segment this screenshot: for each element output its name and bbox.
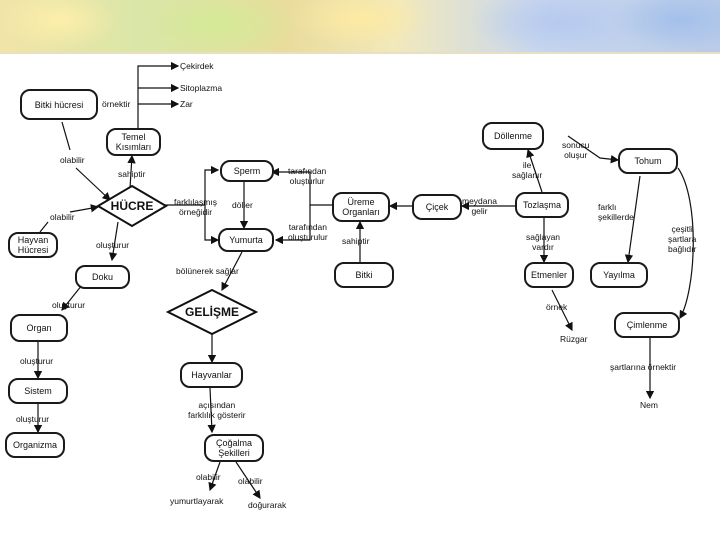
label-meydana-gelir: meydana gelir <box>462 196 497 216</box>
label-sahiptir-1: sahiptir <box>118 169 145 179</box>
label-ruzgar: Rüzgar <box>560 334 587 344</box>
label-cekirdek: Çekirdek <box>180 61 214 71</box>
label-zar: Zar <box>180 99 193 109</box>
label-olusturur-4: oluşturur <box>16 414 49 424</box>
label-doller: döller <box>232 200 253 210</box>
label-cesitli-sartlara: çeşitli şartlara bağlıdır <box>668 224 696 254</box>
label-olabilir-3: olabilir <box>196 472 221 482</box>
label-ornektir: örnektir <box>102 99 130 109</box>
label-olabilir-2: olabilir <box>50 212 75 222</box>
node-organizma: Organizma <box>5 432 65 458</box>
label-ile-saglanir: ile sağlanır <box>512 160 542 180</box>
label-olabilir-1: olabilir <box>60 155 85 165</box>
label-tarafindan-2: tarafından oluşturulur <box>288 222 328 242</box>
label-sartlarina: şartlarına örnektir <box>610 362 676 372</box>
label-farkli-sekillerde: farklı şekillerde <box>598 202 634 222</box>
node-bitki-hucresi: Bitki hücresi <box>20 89 98 120</box>
node-cimlenme: Çimlenme <box>614 312 680 338</box>
label-farklilasmis: farklılaşmış örneğidir <box>174 197 217 217</box>
node-yumurta: Yumurta <box>218 228 274 252</box>
node-tozlasma: Tozlaşma <box>515 192 569 218</box>
label-dogurarak: doğurarak <box>248 500 286 510</box>
label-ornek: örnek <box>546 302 567 312</box>
label-yumurtlayarak: yumurtlayarak <box>170 496 223 506</box>
label-acisindan: açısından farklılık gösterir <box>188 400 246 420</box>
node-cicek: Çiçek <box>412 194 462 220</box>
label-sonucu-olusur: sonucu oluşur <box>562 140 589 160</box>
node-yayilma: Yayılma <box>590 262 648 288</box>
node-gelisme: GELİŞME <box>174 305 250 319</box>
node-ureme-organlari: Üreme Organları <box>332 192 390 222</box>
node-sistem: Sistem <box>8 378 68 404</box>
label-tarafindan-1: tarafından oluşturlur <box>288 166 326 186</box>
node-cogalma-sekilleri: Çoğalma Şekilleri <box>204 434 264 462</box>
label-saglayan-vardir: sağlayan vardır <box>526 232 560 252</box>
node-temel-kisimlari: Temel Kısımları <box>106 128 161 156</box>
node-bitki: Bitki <box>334 262 394 288</box>
node-sperm: Sperm <box>220 160 274 182</box>
node-doku: Doku <box>75 265 130 289</box>
node-dollenme: Döllenme <box>482 122 544 150</box>
label-olabilir-4: olabilir <box>238 476 263 486</box>
node-organ: Organ <box>10 314 68 342</box>
label-olusturur-3: oluşturur <box>20 356 53 366</box>
node-hucre: HÜCRE <box>104 199 160 213</box>
label-bolunerek: bölünerek sağlar <box>176 266 239 276</box>
label-nem: Nem <box>640 400 658 410</box>
label-olusturur-2: oluşturur <box>52 300 85 310</box>
label-olusturur-1: oluşturur <box>96 240 129 250</box>
node-etmenler: Etmenler <box>524 262 574 288</box>
node-hayvan-hucresi: Hayvan Hücresi <box>8 232 58 258</box>
node-tohum: Tohum <box>618 148 678 174</box>
label-sahiptir-2: sahiptir <box>342 236 369 246</box>
node-hayvanlar: Hayvanlar <box>180 362 243 388</box>
label-sitoplazma: Sitoplazma <box>180 83 222 93</box>
